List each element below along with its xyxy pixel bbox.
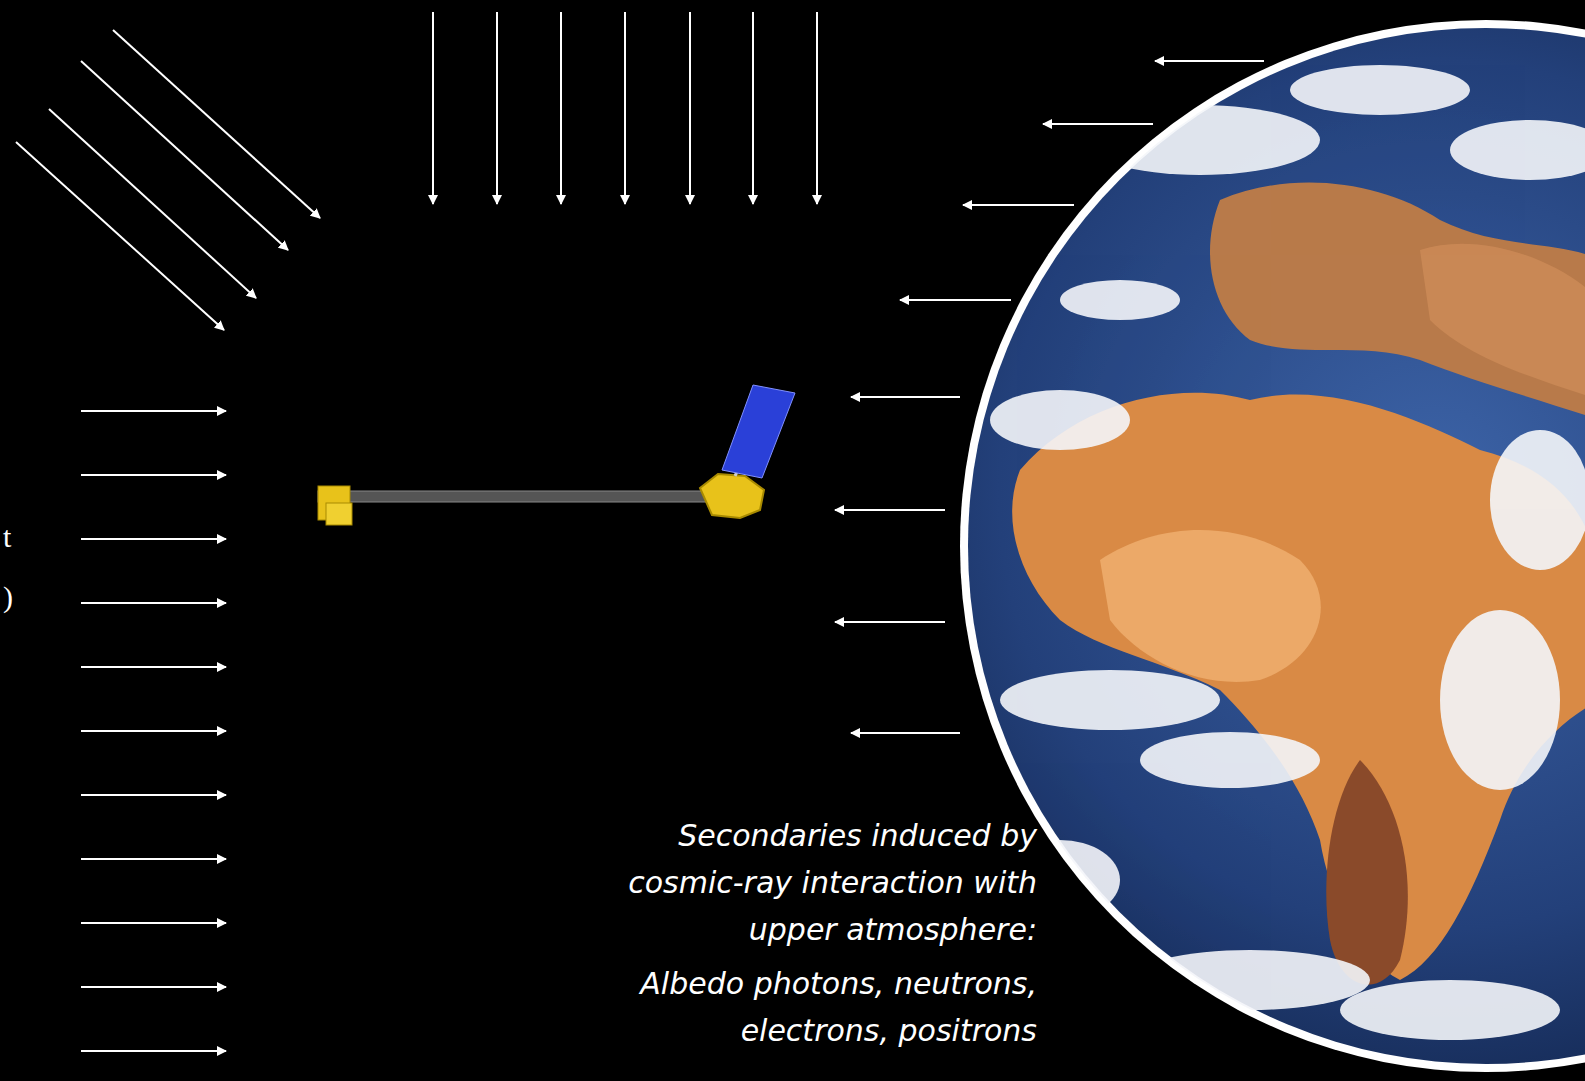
satellite-bus — [700, 474, 764, 518]
flux-arrow — [689, 12, 691, 204]
flux-arrow — [49, 109, 256, 298]
solar-panel — [722, 385, 795, 478]
europe-asia-land — [1210, 183, 1585, 420]
flux-arrow — [81, 922, 226, 924]
flux-arrow — [851, 732, 960, 734]
flux-arrow — [81, 410, 226, 412]
flux-arrow — [16, 142, 224, 330]
flux-arrow — [81, 474, 226, 476]
flux-arrow — [81, 666, 226, 668]
satellite-boom — [318, 491, 713, 502]
flux-arrow — [81, 730, 226, 732]
flux-arrow — [851, 396, 960, 398]
cloud — [1060, 280, 1180, 320]
earth — [960, 20, 1585, 1072]
sahara-land — [1100, 530, 1321, 682]
flux-arrow — [81, 986, 226, 988]
cropped-text: ) — [3, 580, 23, 614]
flux-arrow — [81, 602, 226, 604]
earth-surface — [990, 65, 1585, 1040]
flux-arrow — [1155, 60, 1264, 62]
flux-arrow — [432, 12, 434, 204]
earth-rim — [960, 20, 1585, 1072]
flux-arrow — [81, 61, 288, 250]
cloud — [1000, 670, 1220, 730]
flux-arrow — [496, 12, 498, 204]
cloud — [1130, 950, 1370, 1010]
flux-arrow — [81, 858, 226, 860]
flux-arrow — [113, 30, 320, 218]
flux-arrow — [752, 12, 754, 204]
cloud — [1080, 105, 1320, 175]
cloud — [990, 390, 1130, 450]
cloud — [1490, 430, 1585, 570]
flux-arrow — [624, 12, 626, 204]
flux-arrow — [835, 621, 945, 623]
flux-arrow — [81, 794, 226, 796]
flux-arrow — [835, 509, 945, 511]
clouds — [990, 65, 1585, 1040]
satellite — [318, 385, 795, 525]
cropped-text: t — [3, 520, 23, 554]
annotation-note: Albedo photons, neutrons, electrons, pos… — [557, 960, 1037, 1054]
cloud — [1340, 980, 1560, 1040]
earth-ocean — [968, 28, 1585, 1064]
flux-arrow — [816, 12, 818, 204]
flux-arrow — [900, 299, 1011, 301]
satellite-module — [326, 503, 352, 525]
cloud — [1140, 732, 1320, 788]
southern-africa-land — [1326, 760, 1408, 985]
flux-arrow — [1043, 123, 1153, 125]
flux-arrow — [560, 12, 562, 204]
cloud — [1450, 120, 1585, 180]
annotation-note: Secondaries induced by cosmic-ray intera… — [597, 812, 1037, 953]
flux-arrow — [963, 204, 1074, 206]
cloud — [1290, 65, 1470, 115]
middle-east-land — [1420, 244, 1585, 400]
flux-arrow — [81, 1050, 226, 1052]
flux-arrow — [81, 538, 226, 540]
cloud — [1440, 610, 1560, 790]
